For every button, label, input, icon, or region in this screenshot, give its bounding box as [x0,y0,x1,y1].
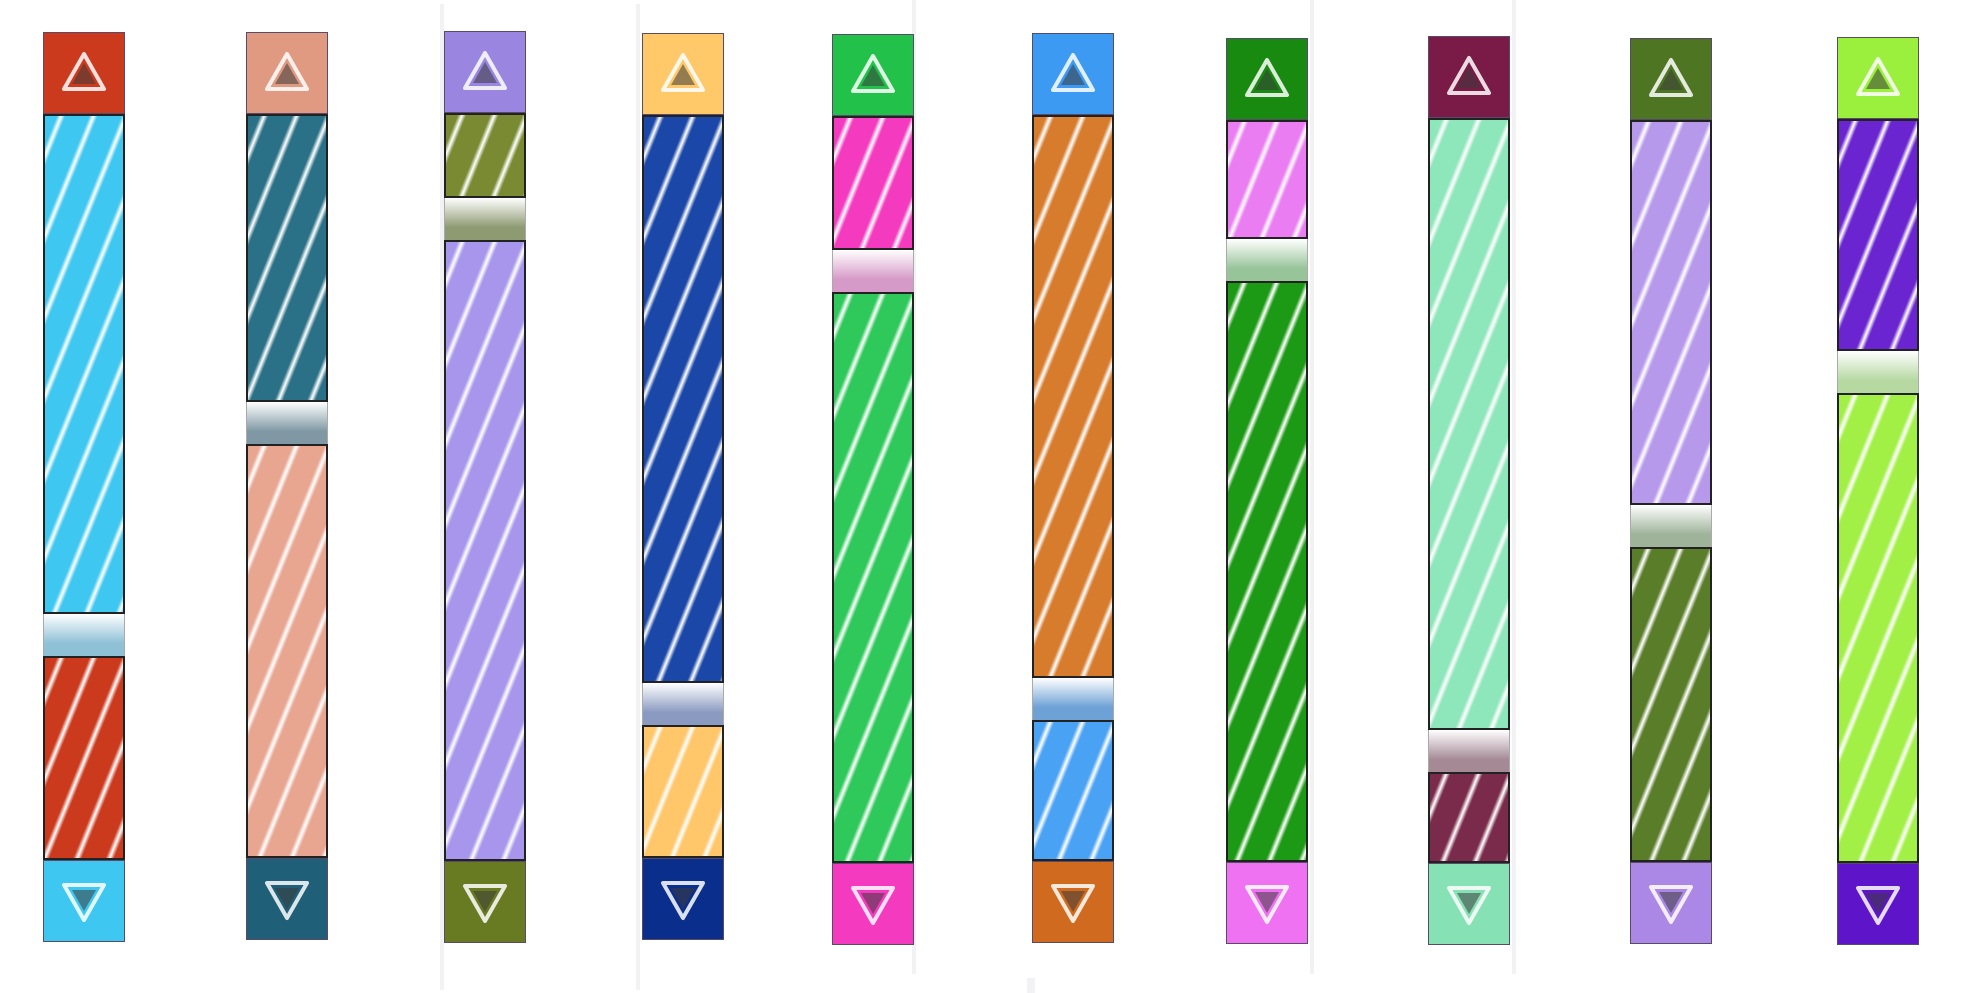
scroll-up-button[interactable] [1428,36,1510,118]
triangle-down-icon [1447,886,1491,925]
vertical-scrollbar[interactable] [832,34,914,945]
scroll-up-button[interactable] [1226,38,1308,120]
track-lower[interactable] [444,240,526,861]
panel-divider [440,4,444,990]
scroll-up-button[interactable] [642,33,724,115]
triangle-down-icon [851,886,895,925]
scroll-up-button[interactable] [246,32,328,114]
vertical-scrollbar[interactable] [1032,33,1114,943]
track-lower[interactable] [1837,393,1919,863]
scroll-up-button[interactable] [43,32,125,114]
triangle-up-icon [851,54,895,93]
triangle-down-icon [265,881,309,920]
scroll-up-button[interactable] [832,34,914,116]
scroll-down-button[interactable] [1226,862,1308,944]
triangle-down-icon [62,883,106,922]
triangle-down-icon [463,884,507,923]
scroll-thumb[interactable] [444,198,526,240]
triangle-up-icon [62,52,106,91]
triangle-down-icon [1051,884,1095,923]
triangle-up-icon [463,51,507,90]
track-lower[interactable] [43,656,125,860]
track-lower[interactable] [1226,281,1308,862]
scroll-thumb[interactable] [1837,351,1919,393]
track-lower[interactable] [1630,547,1712,862]
scroll-up-button[interactable] [1837,37,1919,119]
track-upper[interactable] [43,114,125,614]
panel-divider [912,0,916,974]
scroll-down-button[interactable] [1032,861,1114,943]
scroll-thumb[interactable] [246,402,328,444]
triangle-up-icon [1245,58,1289,97]
scroll-thumb[interactable] [43,614,125,656]
triangle-down-icon [1245,885,1289,924]
triangle-up-icon [1447,56,1491,95]
panel-divider [636,4,640,990]
scroll-down-button[interactable] [246,858,328,940]
track-upper[interactable] [832,116,914,250]
scroll-up-button[interactable] [444,31,526,113]
vertical-scrollbar[interactable] [246,32,328,940]
track-lower[interactable] [832,292,914,863]
scroll-down-button[interactable] [444,861,526,943]
scroll-thumb[interactable] [1032,678,1114,720]
track-lower[interactable] [1032,720,1114,861]
triangle-down-icon [661,881,705,920]
scroll-thumb[interactable] [1226,239,1308,281]
panel-divider [1512,0,1516,974]
panel-divider [1027,978,1035,993]
vertical-scrollbar[interactable] [1837,37,1919,945]
track-upper[interactable] [1032,115,1114,678]
track-lower[interactable] [642,725,724,858]
scroll-down-button[interactable] [1630,862,1712,944]
scroll-thumb[interactable] [1428,730,1510,772]
triangle-down-icon [1649,885,1693,924]
scroll-down-button[interactable] [1837,863,1919,945]
track-upper[interactable] [246,114,328,402]
track-upper[interactable] [444,113,526,198]
triangle-up-icon [1051,53,1095,92]
track-upper[interactable] [1428,118,1510,730]
vertical-scrollbar[interactable] [43,32,125,942]
track-upper[interactable] [1226,120,1308,239]
scroll-down-button[interactable] [642,858,724,940]
triangle-up-icon [1649,58,1693,97]
vertical-scrollbar[interactable] [642,33,724,940]
vertical-scrollbar[interactable] [1630,38,1712,944]
track-upper[interactable] [642,115,724,683]
triangle-up-icon [661,53,705,92]
scroll-thumb[interactable] [642,683,724,725]
triangle-down-icon [1856,886,1900,925]
track-lower[interactable] [246,444,328,858]
track-upper[interactable] [1630,120,1712,505]
triangle-up-icon [1856,57,1900,96]
vertical-scrollbar[interactable] [1428,36,1510,945]
scroll-down-button[interactable] [1428,863,1510,945]
triangle-up-icon [265,52,309,91]
vertical-scrollbar[interactable] [1226,38,1308,944]
scroll-up-button[interactable] [1630,38,1712,120]
scroll-up-button[interactable] [1032,33,1114,115]
scroll-thumb[interactable] [832,250,914,292]
track-lower[interactable] [1428,772,1510,863]
scroll-down-button[interactable] [43,860,125,942]
track-upper[interactable] [1837,119,1919,351]
vertical-scrollbar[interactable] [444,31,526,943]
scroll-down-button[interactable] [832,863,914,945]
scroll-thumb[interactable] [1630,505,1712,547]
panel-divider [1310,0,1314,974]
